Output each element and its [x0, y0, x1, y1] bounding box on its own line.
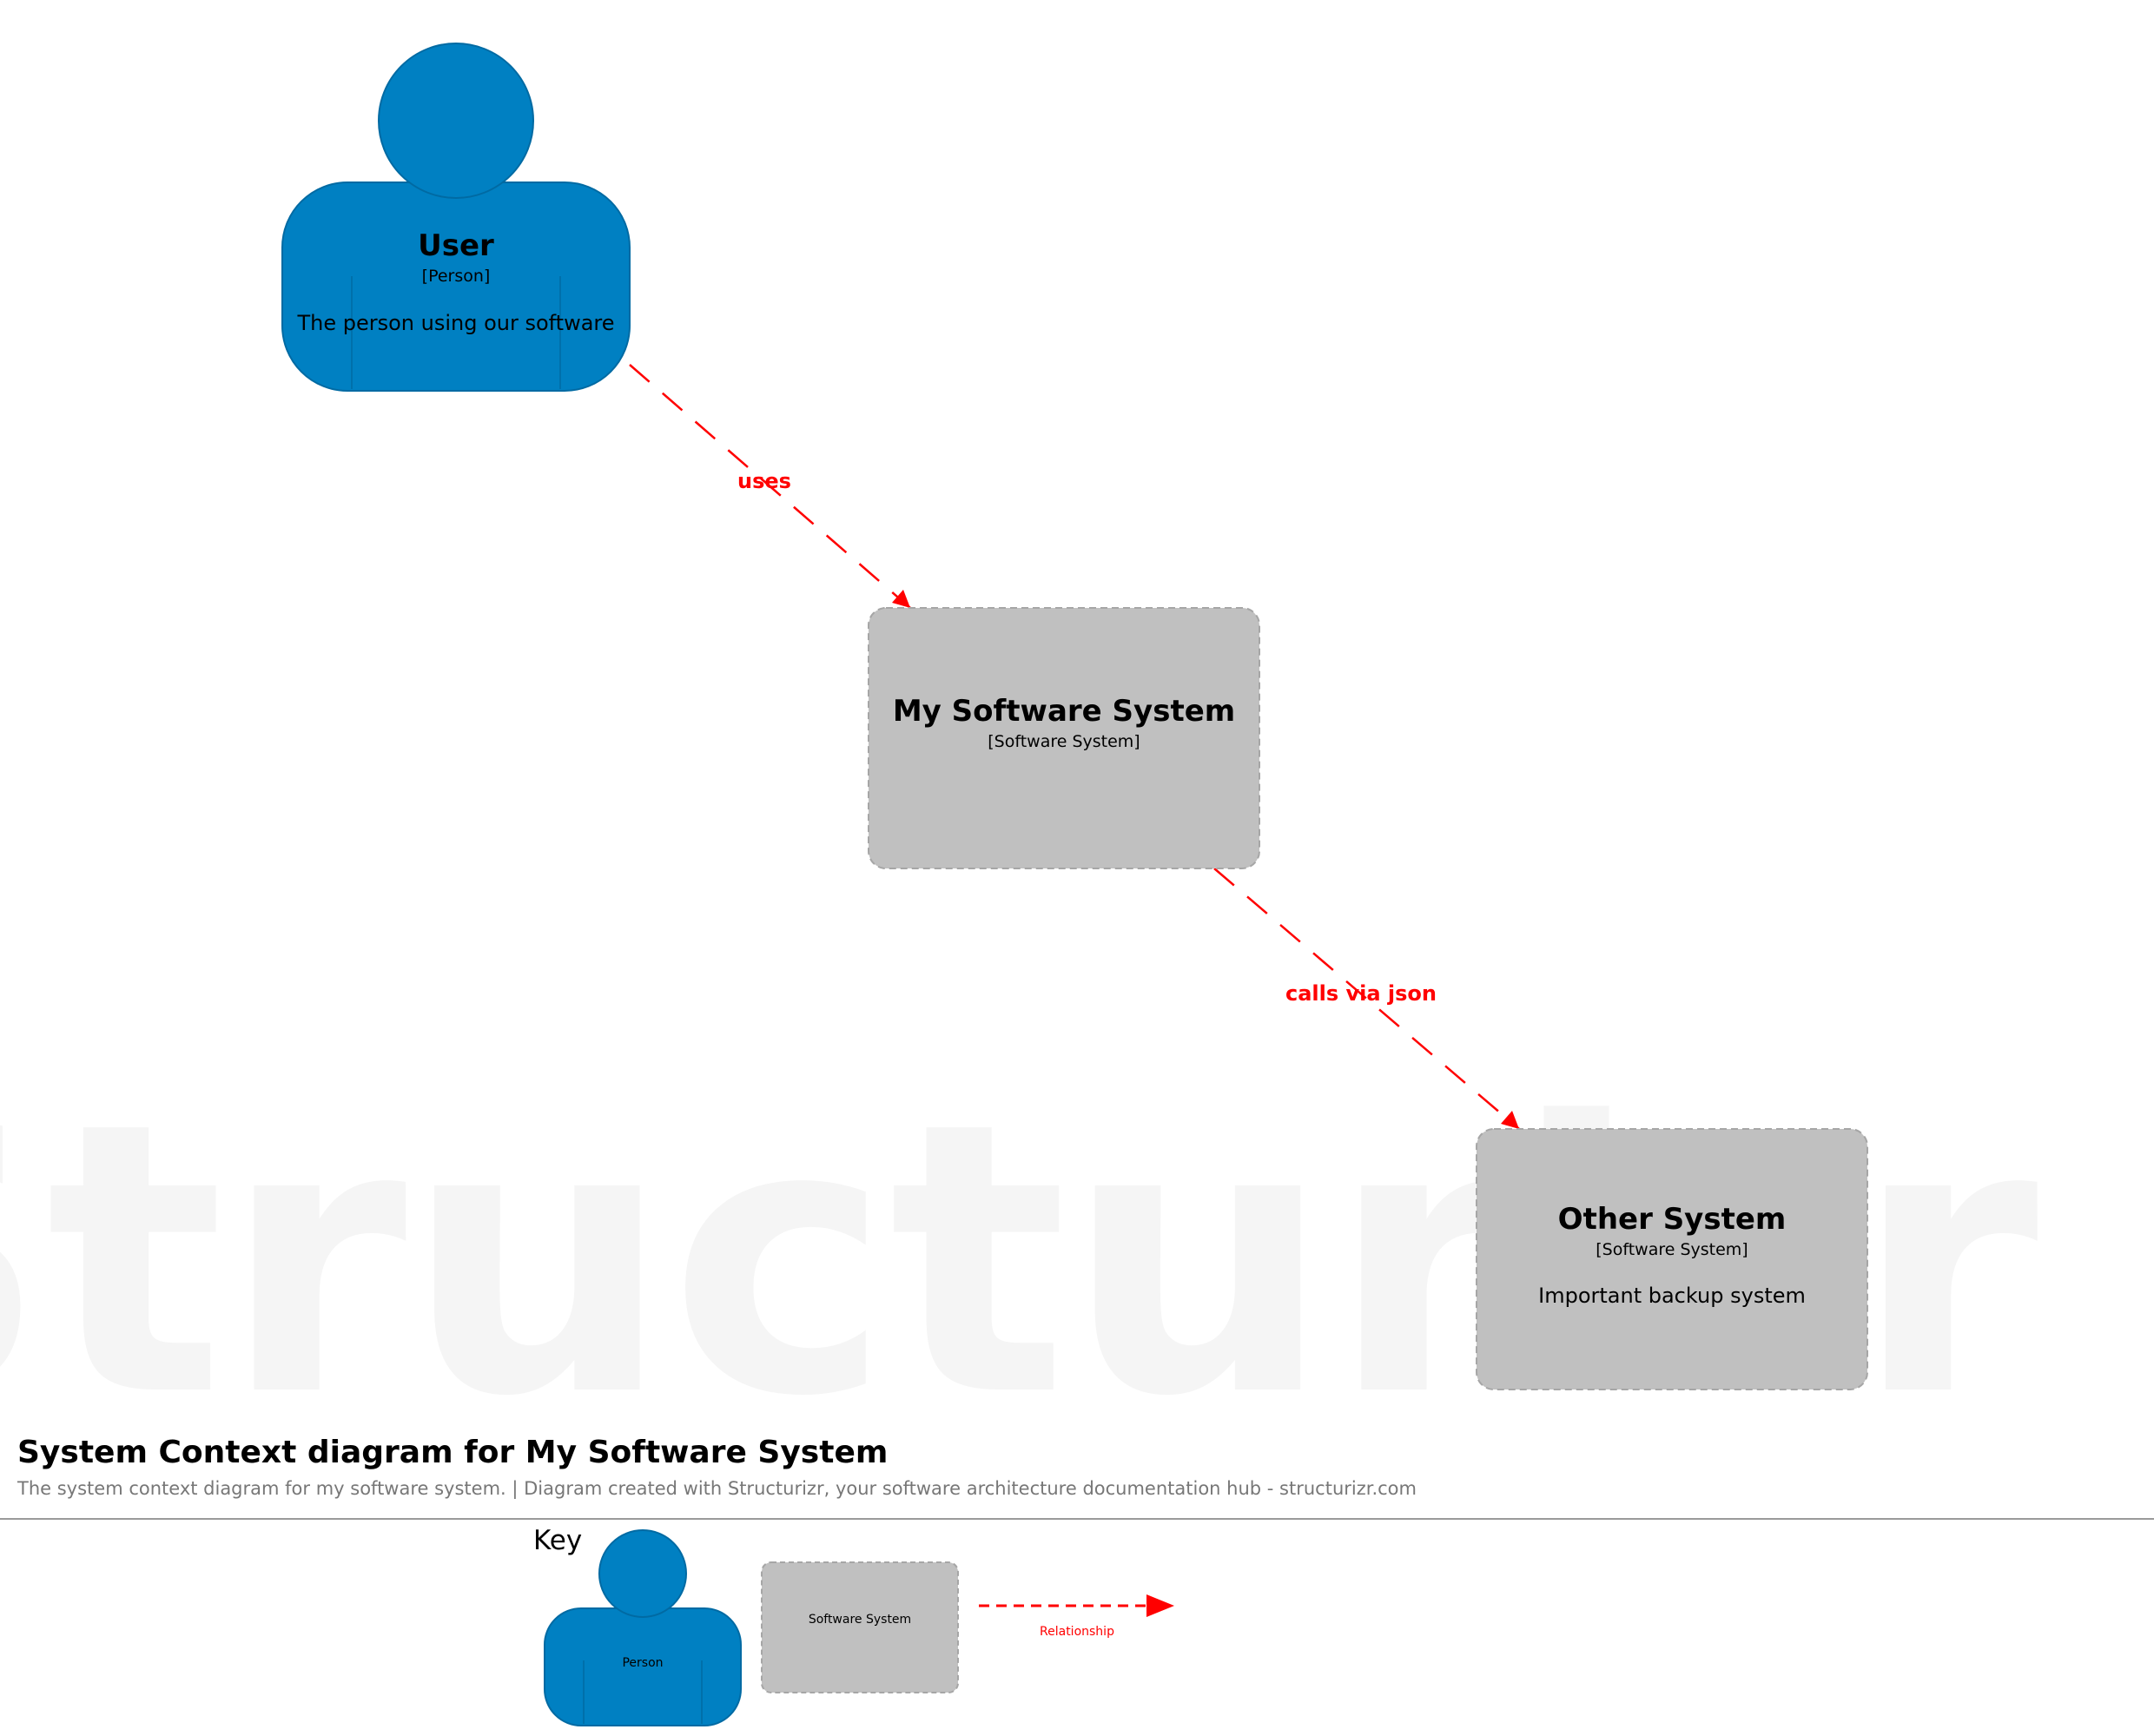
- user-body: [281, 182, 631, 392]
- my-software-system-type: [Software System]: [988, 732, 1140, 751]
- key-software-system: Software System: [761, 1561, 959, 1693]
- other-system-box: [1476, 1128, 1868, 1390]
- relationship-calls-line: [1213, 868, 1520, 1130]
- relationship-calls-label: calls via json: [1285, 981, 1437, 1006]
- key-person-head: [598, 1529, 687, 1618]
- key-relationship-arrowhead: [1146, 1594, 1174, 1617]
- element-my-software-system[interactable]: My Software System [Software System]: [868, 607, 1260, 869]
- key-relationship-label: Relationship: [1040, 1625, 1114, 1639]
- key-legend: Key Person Software System Relationship: [533, 1525, 1174, 1726]
- key-software-system-box: [761, 1561, 959, 1693]
- relationship-calls-arrowhead: [1501, 1111, 1519, 1129]
- diagram-subtitle: The system context diagram for my softwa…: [17, 1478, 1417, 1500]
- user-description: The person using our software: [296, 311, 614, 335]
- my-software-system-name: My Software System: [893, 694, 1235, 729]
- other-system-name: Other System: [1558, 1202, 1787, 1237]
- user-head: [378, 43, 534, 199]
- key-title: Key: [533, 1525, 582, 1556]
- other-system-description: Important backup system: [1538, 1284, 1806, 1308]
- relationship-uses-line: [629, 364, 911, 609]
- user-name: User: [418, 228, 494, 263]
- relationship-uses[interactable]: uses: [629, 364, 911, 609]
- key-relationship: Relationship: [979, 1594, 1174, 1639]
- relationship-calls-via-json[interactable]: calls via json: [1213, 868, 1520, 1130]
- my-software-system-box: [868, 607, 1260, 869]
- key-person-label: Person: [622, 1656, 663, 1670]
- element-other-system[interactable]: Other System [Software System] Important…: [1476, 1128, 1868, 1390]
- diagram-title: System Context diagram for My Software S…: [17, 1435, 888, 1470]
- element-user[interactable]: User [Person] The person using our softw…: [281, 43, 631, 392]
- other-system-type: [Software System]: [1596, 1240, 1748, 1259]
- relationship-uses-arrowhead: [892, 590, 910, 608]
- key-software-system-label: Software System: [809, 1613, 911, 1627]
- key-person: Person: [544, 1529, 742, 1726]
- relationship-uses-label: uses: [737, 469, 791, 493]
- user-type: [Person]: [422, 267, 491, 286]
